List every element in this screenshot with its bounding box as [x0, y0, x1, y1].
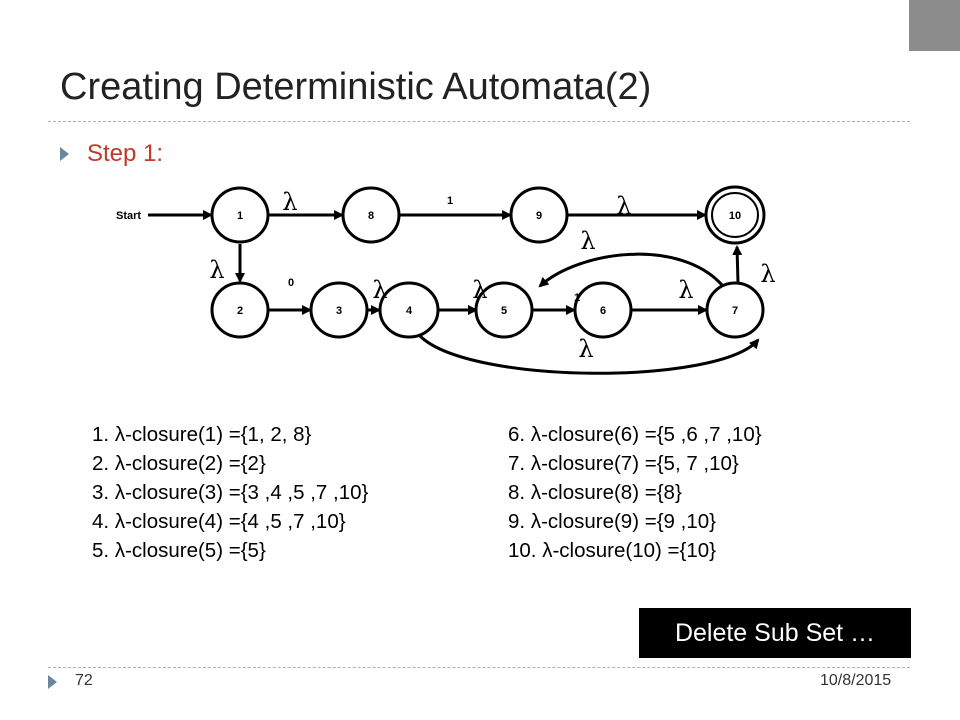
- closure-text: -closure(5) ={5}: [125, 539, 266, 562]
- slide-title: Creating Deterministic Automata(2): [60, 66, 652, 108]
- closure-item: 1. λ-closure(1) ={1, 2, 8}: [92, 420, 368, 449]
- lambda-symbol: λ: [530, 452, 542, 475]
- closure-list-left: 1. λ-closure(1) ={1, 2, 8} 2. λ-closure(…: [92, 420, 368, 565]
- closure-item: 7. λ-closure(7) ={5, 7 ,10}: [508, 449, 762, 478]
- closure-number: 5.: [92, 539, 110, 562]
- state-6: 6: [573, 281, 633, 339]
- edge-label-1-8: λ: [282, 188, 297, 216]
- lambda-symbol: λ: [542, 539, 553, 562]
- closure-text: -closure(6) ={5 ,6 ,7 ,10}: [541, 423, 762, 446]
- edge-label-5-6: 1: [574, 292, 580, 304]
- state-5: 5: [474, 281, 534, 339]
- closure-number: 10.: [508, 539, 537, 562]
- edge-label-9-10: λ: [616, 192, 631, 220]
- lambda-symbol: λ: [114, 423, 126, 446]
- edge-label-6-7: λ: [678, 276, 693, 304]
- state-2: 2: [210, 281, 270, 339]
- closure-item: 10. λ-closure(10) ={10}: [508, 536, 762, 565]
- edge-label-4-5: λ: [472, 276, 487, 304]
- closure-number: 3.: [92, 481, 110, 504]
- edge-7-10: [732, 245, 743, 284]
- closure-list-right: 6. λ-closure(6) ={5 ,6 ,7 ,10} 7. λ-clos…: [508, 420, 762, 565]
- closure-item: 3. λ-closure(3) ={3 ,4 ,5 ,7 ,10}: [92, 478, 368, 507]
- closure-number: 1.: [92, 423, 110, 446]
- state-8: 8: [341, 186, 401, 244]
- closure-number: 4.: [92, 510, 110, 533]
- corner-decoration: [909, 0, 960, 51]
- state-label: 7: [732, 305, 738, 317]
- footer-arrow-icon: [48, 675, 57, 689]
- lambda-symbol: λ: [530, 423, 542, 446]
- state-label: 9: [536, 210, 542, 222]
- closure-number: 9.: [508, 510, 526, 533]
- closure-text: -closure(3) ={3 ,4 ,5 ,7 ,10}: [125, 481, 369, 504]
- closure-text: -closure(9) ={9 ,10}: [541, 510, 716, 533]
- closure-number: 6.: [508, 423, 526, 446]
- edge-label-1-2: λ: [209, 256, 224, 284]
- state-label: 4: [406, 305, 413, 317]
- lambda-symbol: λ: [530, 481, 542, 504]
- closure-item: 5. λ-closure(5) ={5}: [92, 536, 368, 565]
- state-4: 4: [378, 281, 440, 339]
- bullet-arrow-icon: [60, 147, 69, 161]
- edge-7-5: [538, 252, 724, 288]
- state-7: 7: [705, 281, 765, 339]
- lambda-symbol: λ: [114, 539, 126, 562]
- closure-item: 8. λ-closure(8) ={8}: [508, 478, 762, 507]
- delete-sub-set-button[interactable]: Delete Sub Set …: [639, 608, 911, 658]
- closure-text: -closure(4) ={4 ,5 ,7 ,10}: [125, 510, 346, 533]
- edge-label-7-10: λ: [760, 260, 775, 288]
- start-label: Start: [116, 210, 141, 222]
- closure-text: -closure(7) ={5, 7 ,10}: [541, 452, 739, 475]
- closure-item: 4. λ-closure(4) ={4 ,5 ,7 ,10}: [92, 507, 368, 536]
- closure-text: -closure(2) ={2}: [125, 452, 266, 475]
- state-label: 5: [501, 305, 507, 317]
- closure-text: -closure(1) ={1, 2, 8}: [125, 423, 312, 446]
- state-10-accepting: 10: [704, 185, 766, 245]
- closure-item: 2. λ-closure(2) ={2}: [92, 449, 368, 478]
- lambda-symbol: λ: [114, 481, 126, 504]
- page-number: 72: [75, 672, 93, 689]
- state-label: 2: [237, 305, 243, 317]
- state-label: 3: [336, 305, 342, 317]
- closure-text: -closure(8) ={8}: [541, 481, 682, 504]
- state-label: 10: [729, 210, 741, 222]
- automaton-diagram: Start 1 8 9 10 2 3 4: [116, 185, 776, 375]
- slide-date: 10/8/2015: [820, 672, 892, 689]
- edge-label-4-7: λ: [578, 335, 593, 363]
- step-bullet: Step 1:: [60, 140, 163, 168]
- edge-4-7: [418, 334, 760, 375]
- edge-label-8-9: 1: [447, 195, 453, 207]
- state-9: 9: [509, 186, 569, 244]
- step-label: Step 1:: [87, 140, 164, 167]
- lambda-symbol: λ: [114, 452, 126, 475]
- state-label: 1: [237, 210, 243, 222]
- closure-text: -closure(10) ={10}: [552, 539, 716, 562]
- state-label: 6: [600, 305, 606, 317]
- edge-label-2-3: 0: [288, 277, 294, 289]
- closure-item: 6. λ-closure(6) ={5 ,6 ,7 ,10}: [508, 420, 762, 449]
- closure-item: 9. λ-closure(9) ={9 ,10}: [508, 507, 762, 536]
- closure-number: 2.: [92, 452, 110, 475]
- title-divider: [48, 121, 910, 122]
- footer-divider: [48, 667, 910, 668]
- lambda-symbol: λ: [530, 510, 542, 533]
- closure-number: 7.: [508, 452, 526, 475]
- closure-number: 8.: [508, 481, 526, 504]
- state-1: 1: [210, 186, 270, 244]
- lambda-symbol: λ: [114, 510, 126, 533]
- edge-label-7-5: λ: [580, 227, 595, 255]
- state-label: 8: [368, 210, 374, 222]
- edge-label-3-4: λ: [372, 276, 387, 304]
- state-3: 3: [309, 281, 369, 339]
